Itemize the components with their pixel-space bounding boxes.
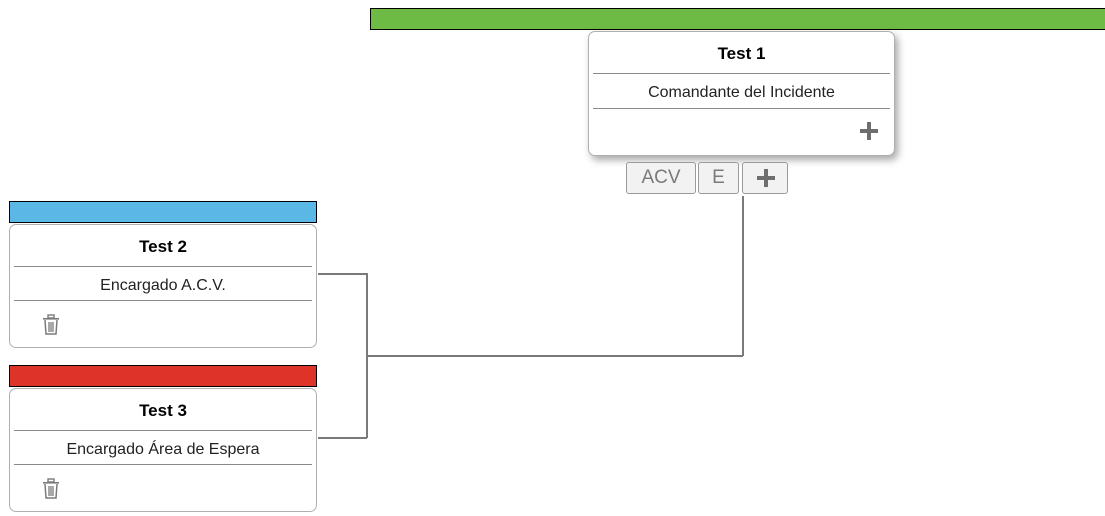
node-title: Test 1 xyxy=(717,44,766,63)
divider xyxy=(14,430,312,431)
connector-line xyxy=(742,196,744,356)
child-node-color-bar xyxy=(9,201,317,223)
add-child-button[interactable] xyxy=(742,162,788,194)
trash-icon[interactable] xyxy=(41,314,61,336)
connector-line xyxy=(366,355,743,357)
child-node-card[interactable]: Test 2 Encargado A.C.V. xyxy=(9,224,317,348)
divider xyxy=(14,464,312,465)
child-node-card[interactable]: Test 3 Encargado Área de Espera xyxy=(9,388,317,512)
root-node-color-bar xyxy=(370,8,1105,30)
plus-icon xyxy=(757,169,775,187)
divider xyxy=(593,73,890,74)
tab-e[interactable]: E xyxy=(698,162,739,194)
tab-acv[interactable]: ACV xyxy=(626,162,696,194)
trash-icon[interactable] xyxy=(41,478,61,500)
connector-line xyxy=(318,273,367,275)
child-node-color-bar xyxy=(9,365,317,387)
node-title: Test 2 xyxy=(139,237,187,256)
divider xyxy=(14,300,312,301)
divider xyxy=(14,266,312,267)
node-role: Encargado Área de Espera xyxy=(66,441,260,458)
root-node-card[interactable]: Test 1 Comandante del Incidente xyxy=(588,31,895,156)
plus-icon[interactable] xyxy=(860,122,878,140)
node-title: Test 3 xyxy=(139,401,187,420)
divider xyxy=(593,108,890,109)
node-role: Encargado A.C.V. xyxy=(100,277,226,294)
connector-line xyxy=(318,437,367,439)
node-role: Comandante del Incidente xyxy=(648,84,835,101)
connector-line xyxy=(366,273,368,438)
